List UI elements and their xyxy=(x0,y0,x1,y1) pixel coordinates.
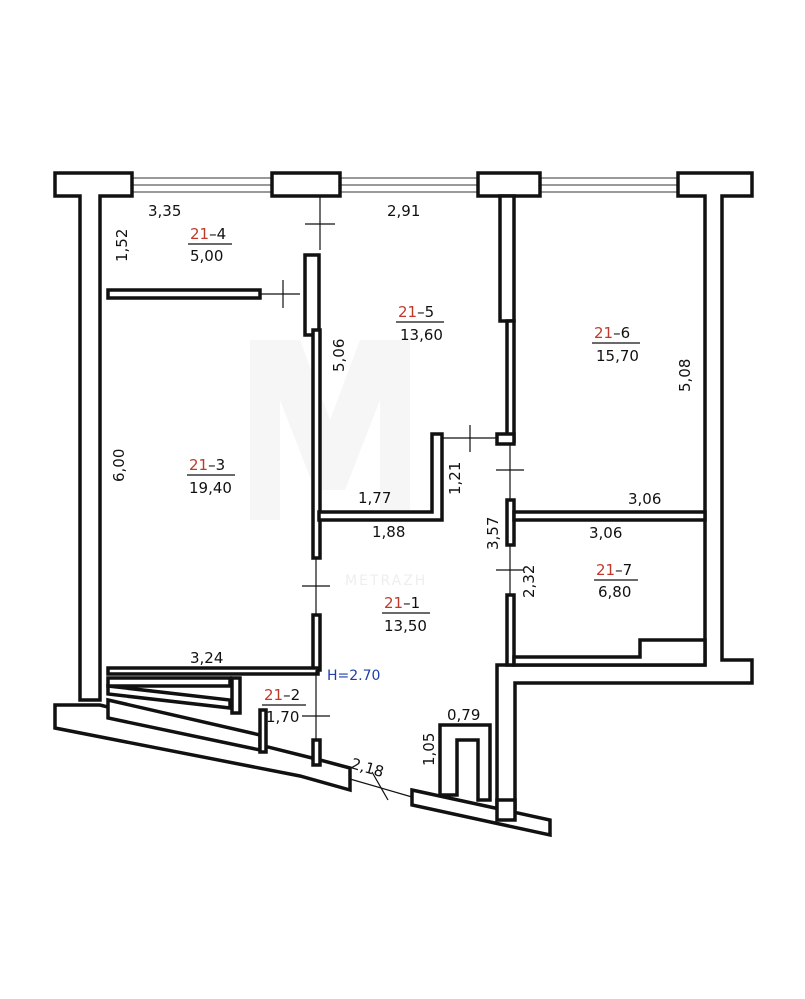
room-number: –5 xyxy=(417,303,434,321)
dim-label: 3,06 xyxy=(589,524,622,542)
dim-label: 2,18 xyxy=(349,755,386,782)
room-area: 15,70 xyxy=(596,347,639,365)
dim-label: 3,35 xyxy=(148,202,181,220)
room-number: –6 xyxy=(613,324,630,342)
room-area: 1,70 xyxy=(266,708,299,726)
room-label-21-6: 21–6 15,70 xyxy=(592,324,640,365)
room-number: –7 xyxy=(615,561,632,579)
room-area: 13,50 xyxy=(384,617,427,635)
room-label-21-7: 21–7 6,80 xyxy=(594,561,638,601)
room-prefix: 21 xyxy=(596,561,615,579)
dim-label: 0,79 xyxy=(447,706,480,724)
room-prefix: 21 xyxy=(384,594,403,612)
dim-label: 2,91 xyxy=(387,202,420,220)
svg-text:21–5: 21–5 xyxy=(398,303,434,321)
room-label-21-5: 21–5 13,60 xyxy=(396,303,444,344)
dim-label: 3,57 xyxy=(484,517,502,550)
svg-text:21–6: 21–6 xyxy=(594,324,630,342)
room-number: –3 xyxy=(208,456,225,474)
dim-label: 2,32 xyxy=(520,565,538,598)
room-prefix: 21 xyxy=(190,225,209,243)
outer-walls xyxy=(53,171,754,838)
room-prefix: 21 xyxy=(264,686,283,704)
dim-label: 1,88 xyxy=(372,523,405,541)
dim-label: 5,06 xyxy=(330,339,348,372)
room-number: –2 xyxy=(283,686,300,704)
room-prefix: 21 xyxy=(398,303,417,321)
room-area: 5,00 xyxy=(190,247,223,265)
dim-label: 3,24 xyxy=(190,649,223,667)
dim-label: 1,21 xyxy=(446,462,464,495)
room-number: –1 xyxy=(403,594,420,612)
watermark-text: METRAZH xyxy=(345,573,427,589)
dim-label: 5,08 xyxy=(676,359,694,392)
room-area: 6,80 xyxy=(598,583,631,601)
room-label-21-3: 21–3 19,40 xyxy=(187,456,235,497)
interior-walls xyxy=(106,194,707,802)
svg-text:21–1: 21–1 xyxy=(384,594,420,612)
dim-label: 3,06 xyxy=(628,490,661,508)
dim-label: 1,52 xyxy=(113,229,131,262)
svg-text:21–4: 21–4 xyxy=(190,225,226,243)
room-label-21-4: 21–4 5,00 xyxy=(188,225,232,265)
room-area: 19,40 xyxy=(189,479,232,497)
dim-label: 1,05 xyxy=(420,733,438,766)
room-label-21-1: 21–1 13,50 xyxy=(382,594,430,635)
room-area: 13,60 xyxy=(400,326,443,344)
room-number: –4 xyxy=(209,225,226,243)
svg-text:21–2: 21–2 xyxy=(264,686,300,704)
svg-text:21–7: 21–7 xyxy=(596,561,632,579)
svg-text:21–3: 21–3 xyxy=(189,456,225,474)
door-marks xyxy=(260,196,524,801)
windows xyxy=(132,177,678,193)
dimension-labels: 3,35 2,91 1,52 5,06 5,08 6,00 1,77 1,88 … xyxy=(110,202,694,781)
watermark: METRAZH xyxy=(250,340,427,589)
ceiling-height-label: H=2.70 xyxy=(327,668,380,684)
room-prefix: 21 xyxy=(189,456,208,474)
room-prefix: 21 xyxy=(594,324,613,342)
dim-label: 1,77 xyxy=(358,489,391,507)
dim-label: 6,00 xyxy=(110,449,128,482)
room-label-21-2: 21–2 1,70 xyxy=(262,686,306,726)
